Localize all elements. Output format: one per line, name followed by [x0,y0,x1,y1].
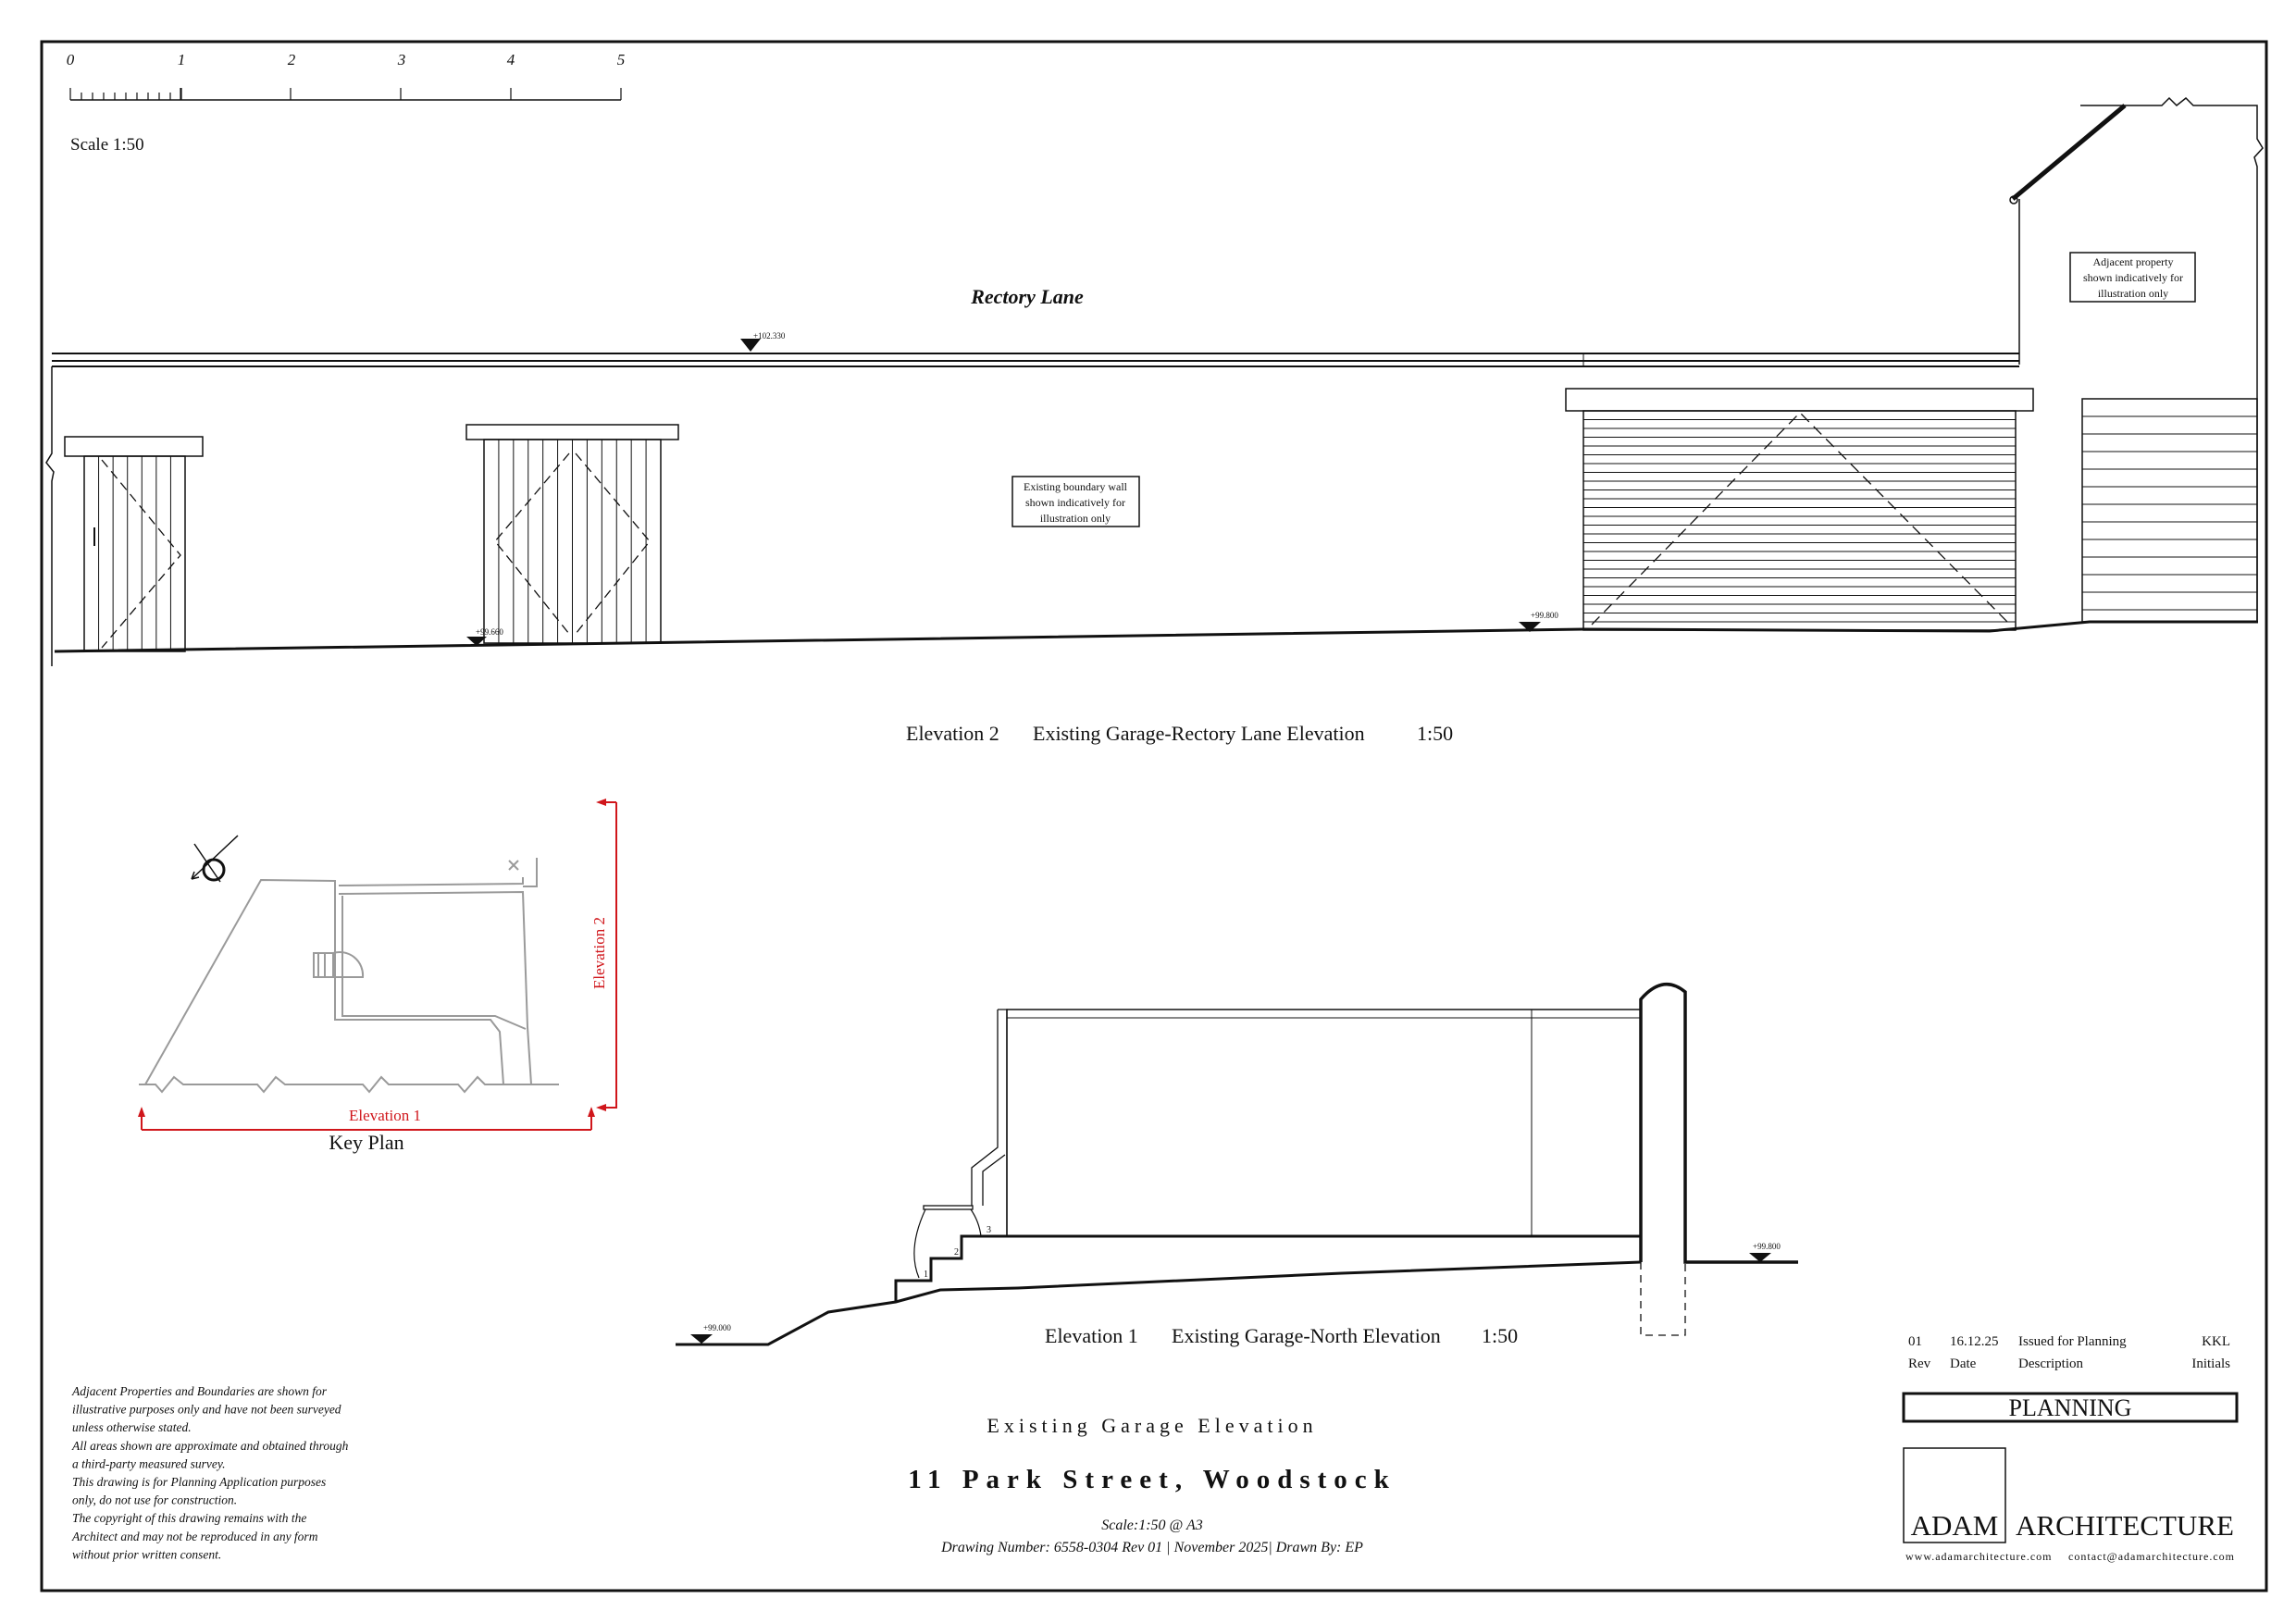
sheet-border [40,40,2268,1592]
note-line: illustration only [1040,512,1111,525]
level-label: +99.660 [476,627,503,637]
scale-tick-label: 2 [288,51,296,68]
note-line: shown indicatively for [1025,496,1125,509]
elevation-2-marker: Elevation 2 [590,917,608,989]
status-badge: PLANNING [2009,1394,2132,1421]
water-butt [923,1205,974,1210]
note-line: All areas shown are approximate and obta… [71,1439,349,1453]
rev-value: 01 [1908,1334,1922,1349]
title-block: Existing Garage Elevation 11 Park Street… [908,1414,1396,1555]
note-line: Architect and may not be reproduced in a… [71,1530,318,1543]
scale-tick-label: 4 [507,51,515,68]
scale-tick-label: 0 [67,51,75,68]
note-line: Adjacent Properties and Boundaries are s… [71,1384,328,1398]
scale-tick-label: 3 [397,51,406,68]
rev-date: 16.12.25 [1950,1334,1999,1349]
website-link[interactable]: www.adamarchitecture.com [1905,1550,2053,1563]
rev-initials: KKL [2202,1334,2230,1349]
note-line: Adjacent property [2093,255,2174,268]
ground-line [676,1260,1642,1346]
drawing-info: Drawing Number: 6558-0304 Rev 01 | Novem… [940,1540,1363,1555]
disclaimer-notes: Adjacent Properties and Boundaries are s… [71,1384,349,1561]
adjacent-note: Adjacent property shown indicatively for… [2069,252,2196,303]
rev-header: Date [1950,1357,1977,1371]
logo-text: ARCHITECTURE [2016,1509,2234,1542]
note-line: a third-party measured survey. [72,1456,225,1470]
pedestrian-door [83,455,186,652]
status-box [1902,1392,2239,1423]
drawing-subtitle: Existing Garage Elevation [987,1414,1317,1437]
gate-pier [1639,983,1798,1264]
scale-tick-label: 5 [617,51,626,68]
revision-table: 01 16.12.25 Issued for Planning KKL Rev … [1908,1334,2230,1371]
key-plan-title: Key Plan [329,1131,403,1154]
garage-door [1582,410,2017,631]
note-line: This drawing is for Planning Application… [72,1475,326,1489]
caption-scale: 1:50 [1417,722,1453,745]
firm-logo: ADAM ARCHITECTURE [1903,1447,2234,1543]
scale-tick-label: 1 [178,51,186,68]
level-label: +99.800 [1753,1242,1781,1251]
key-plan: Elevation 1 Elevation 2 Key Plan [138,799,617,1154]
note-line: shown indicatively for [2083,271,2183,284]
garage-lintel [1565,388,2034,412]
scale-bar: 0 1 2 3 4 5 Scale 1:50 [67,51,626,155]
step-number: 3 [987,1225,991,1235]
note-line: without prior written consent. [72,1547,221,1561]
scale-info: Scale:1:50 @ A3 [1101,1518,1203,1533]
note-line: only, do not use for construction. [72,1493,237,1507]
rev-header: Rev [1908,1357,1931,1371]
email-link[interactable]: contact@adamarchitecture.com [2068,1550,2235,1563]
note-line: illustrative purposes only and have not … [72,1403,341,1417]
street-label: Rectory Lane [970,285,1084,308]
level-marker-icon [466,637,487,646]
level-label: +102.330 [753,331,786,341]
north-arrow-icon [191,835,239,883]
note-line: Existing boundary wall [1024,480,1128,493]
logo-text: ADAM [1911,1509,1999,1542]
rev-header: Description [2018,1357,2083,1371]
level-marker-icon [740,339,761,352]
level-marker-icon [1519,622,1541,632]
wall-note: Existing boundary wall shown indicativel… [1011,476,1140,527]
garage-side-wall [1006,1009,1642,1237]
level-label: +99.800 [1531,611,1558,620]
caption-title: Existing Garage-Rectory Lane Elevation [1033,722,1365,745]
ground-line [54,620,2258,653]
level-marker-icon [1749,1253,1771,1262]
level-marker-icon [690,1334,713,1344]
note-line: The copyright of this drawing remains wi… [72,1511,306,1525]
project-title: 11 Park Street, Woodstock [908,1465,1396,1494]
step-number: 2 [954,1247,959,1258]
caption-number: Elevation 2 [906,722,999,745]
caption-number: Elevation 1 [1045,1324,1138,1347]
step-number: 1 [924,1270,928,1280]
adjacent-garage-door [2081,398,2258,623]
door-lintel [465,424,679,440]
foundation [1640,1262,1686,1336]
level-label: +99.000 [703,1323,731,1332]
downpipe [971,1009,1008,1236]
elevation-1-marker: Elevation 1 [349,1107,421,1124]
scale-label: Scale 1:50 [70,135,144,155]
elevation-2-drawing: Rectory Lane +102.330 +99.660 Existing b… [45,96,2264,745]
elevation-1-drawing: 1 2 3 +99.000 +99.800 Elevation 1 Existi… [676,983,1798,1347]
note-line: illustration only [2098,287,2168,300]
note-line: unless otherwise stated. [72,1420,192,1434]
caption-scale: 1:50 [1482,1324,1518,1347]
rev-description: Issued for Planning [2018,1334,2127,1349]
rev-header: Initials [2191,1357,2230,1371]
door-lintel [64,436,204,457]
caption-title: Existing Garage-North Elevation [1172,1324,1441,1347]
